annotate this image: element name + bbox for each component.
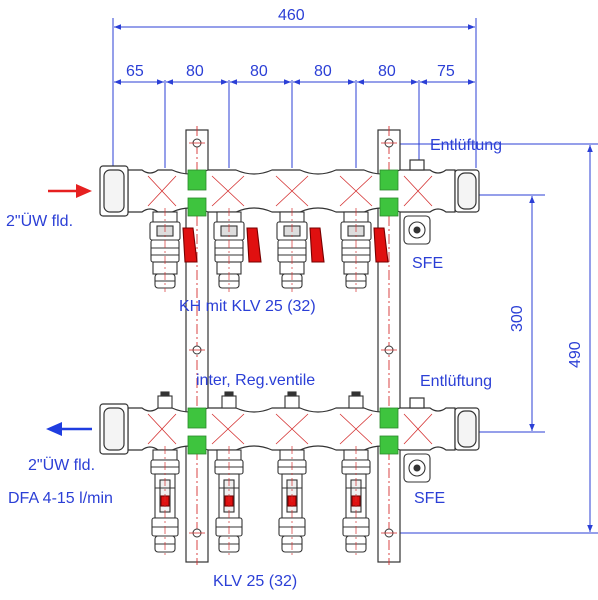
dim-height-total: 490 (567, 341, 584, 368)
inlet-arrow (48, 184, 92, 198)
label-sfe-bottom: SFE (414, 490, 446, 507)
dim-spacing-6: 75 (437, 63, 455, 80)
dim-spacing-1: 65 (126, 63, 144, 80)
label-flow-meter: DFA 4-15 l/min (8, 490, 113, 507)
top-valve-1 (149, 208, 198, 292)
bottom-outlet-1 (150, 391, 180, 558)
bottom-valve-row (150, 391, 371, 558)
label-valves-mid: inter, Reg.ventile (196, 372, 316, 389)
bottom-outlet-3 (277, 391, 307, 558)
label-valves-bottom: KLV 25 (32) (213, 573, 298, 590)
label-inlet: 2"ÜW fld. (6, 213, 74, 230)
label-vent-top: Entlüftung (430, 137, 503, 154)
top-valve-3 (276, 208, 325, 292)
label-vent-bottom: Entlüftung (420, 373, 493, 390)
dim-total-width: 460 (278, 7, 305, 24)
dim-spacing-3: 80 (250, 63, 268, 80)
top-manifold (99, 159, 480, 217)
label-valves-top: KH mit KLV 25 (32) (179, 298, 316, 315)
top-dimension-group (112, 18, 477, 168)
dim-spacing-2: 80 (186, 63, 204, 80)
outlet-arrow (46, 422, 92, 436)
top-valve-4 (340, 208, 389, 292)
label-sfe-top: SFE (412, 255, 444, 272)
top-valve-row (149, 208, 389, 292)
label-outlet: 2"ÜW fld. (28, 457, 96, 474)
right-dimension-group (398, 143, 598, 534)
dim-height-inner: 300 (509, 305, 526, 332)
bottom-outlet-4 (341, 391, 371, 558)
dim-spacing-4: 80 (314, 63, 332, 80)
dim-spacing-5: 80 (378, 63, 396, 80)
sfe-fittings (403, 215, 431, 483)
top-valve-2 (213, 208, 262, 292)
bottom-outlet-2 (214, 391, 244, 558)
green-markers (187, 169, 399, 455)
